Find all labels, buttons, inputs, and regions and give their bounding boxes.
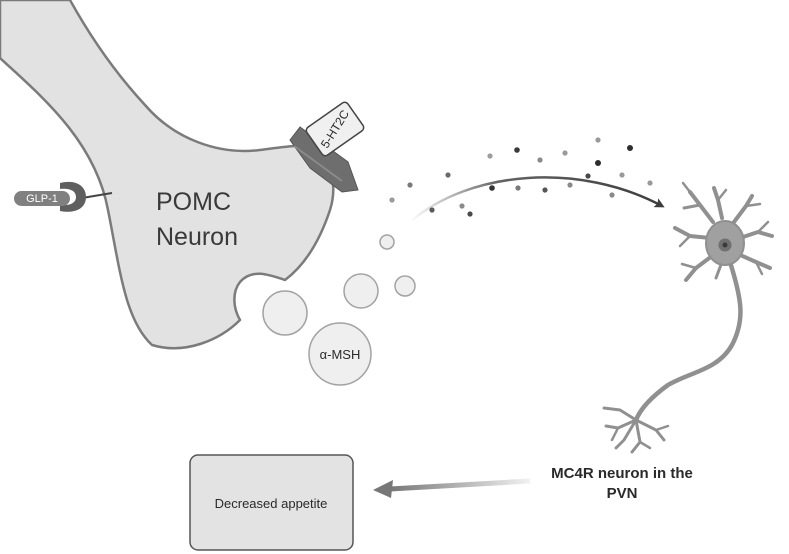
mc4r-label-line2: PVN — [607, 485, 638, 502]
particle — [389, 197, 395, 203]
particle — [609, 192, 615, 198]
vesicle — [379, 234, 395, 250]
receptor-glp1-label: GLP-1 — [26, 193, 58, 205]
axon-terminal — [610, 426, 620, 442]
outcome-label: Decreased appetite — [215, 496, 328, 511]
axon-terminal — [602, 406, 638, 422]
vesicle — [343, 273, 379, 309]
dendrite — [756, 220, 770, 234]
particle — [619, 172, 625, 178]
particle — [489, 185, 495, 191]
particle — [487, 153, 493, 159]
particle — [647, 180, 653, 186]
neuron-nucleolus — [722, 242, 728, 248]
neuron-icon — [602, 181, 774, 454]
particle — [537, 157, 543, 163]
dendrite — [680, 262, 698, 270]
dendrite — [738, 230, 774, 240]
glp1-connector-line — [81, 192, 113, 199]
outcome-arrow-shaft — [389, 478, 531, 492]
dendrite — [678, 234, 692, 248]
mc4r-label-line1: MC4R neuron in the — [551, 465, 693, 482]
outcome-box: Decreased appetite — [189, 454, 354, 551]
u-shaped-receptor-icon — [289, 126, 359, 193]
dendrite — [681, 181, 692, 194]
particle — [542, 187, 548, 193]
neuropeptide-particles — [389, 137, 653, 217]
pomc-neuron-body — [0, 0, 335, 350]
receptor-5ht2c-tag — [305, 101, 365, 157]
vesicle — [262, 290, 308, 336]
receptor-glp1: GLP-1 — [14, 181, 113, 212]
particle — [595, 160, 601, 166]
particle — [459, 203, 465, 209]
particle — [467, 211, 473, 217]
dendrite — [716, 188, 728, 202]
particle — [514, 147, 520, 153]
alpha-msh-label: α-MSH — [320, 347, 361, 362]
particle — [627, 145, 633, 151]
pomc-neuron: POMC Neuron — [0, 0, 335, 350]
axon-terminal — [654, 424, 670, 432]
outcome-box-rect — [189, 454, 354, 551]
dendrite — [736, 252, 772, 270]
pomc-label-line1: POMC — [156, 188, 231, 216]
vesicles: α-MSH — [262, 234, 416, 386]
particle — [567, 182, 573, 188]
particle — [585, 173, 591, 179]
dendrite — [684, 254, 714, 282]
vesicle — [394, 275, 416, 297]
dendrite — [744, 202, 762, 208]
particle — [445, 172, 451, 178]
dendrite — [712, 186, 724, 220]
membrane-receptor-icon — [60, 181, 86, 212]
outcome-arrow-head — [373, 480, 393, 498]
particle — [407, 182, 413, 188]
particle — [515, 185, 521, 191]
dendrite — [754, 260, 764, 276]
axon-terminal — [638, 440, 652, 450]
dendrite — [682, 203, 702, 210]
receptor-glp1-tag — [14, 191, 70, 206]
alpha-msh-vesicle — [308, 322, 372, 386]
dendrite — [732, 194, 754, 224]
particle — [429, 207, 435, 213]
pomc-label-line2: Neuron — [156, 223, 238, 251]
signal-arrow — [409, 176, 665, 223]
particle — [562, 150, 568, 156]
axon-terminal — [614, 418, 638, 450]
axon — [633, 259, 743, 423]
dendrite — [673, 226, 712, 240]
particle — [595, 137, 601, 143]
